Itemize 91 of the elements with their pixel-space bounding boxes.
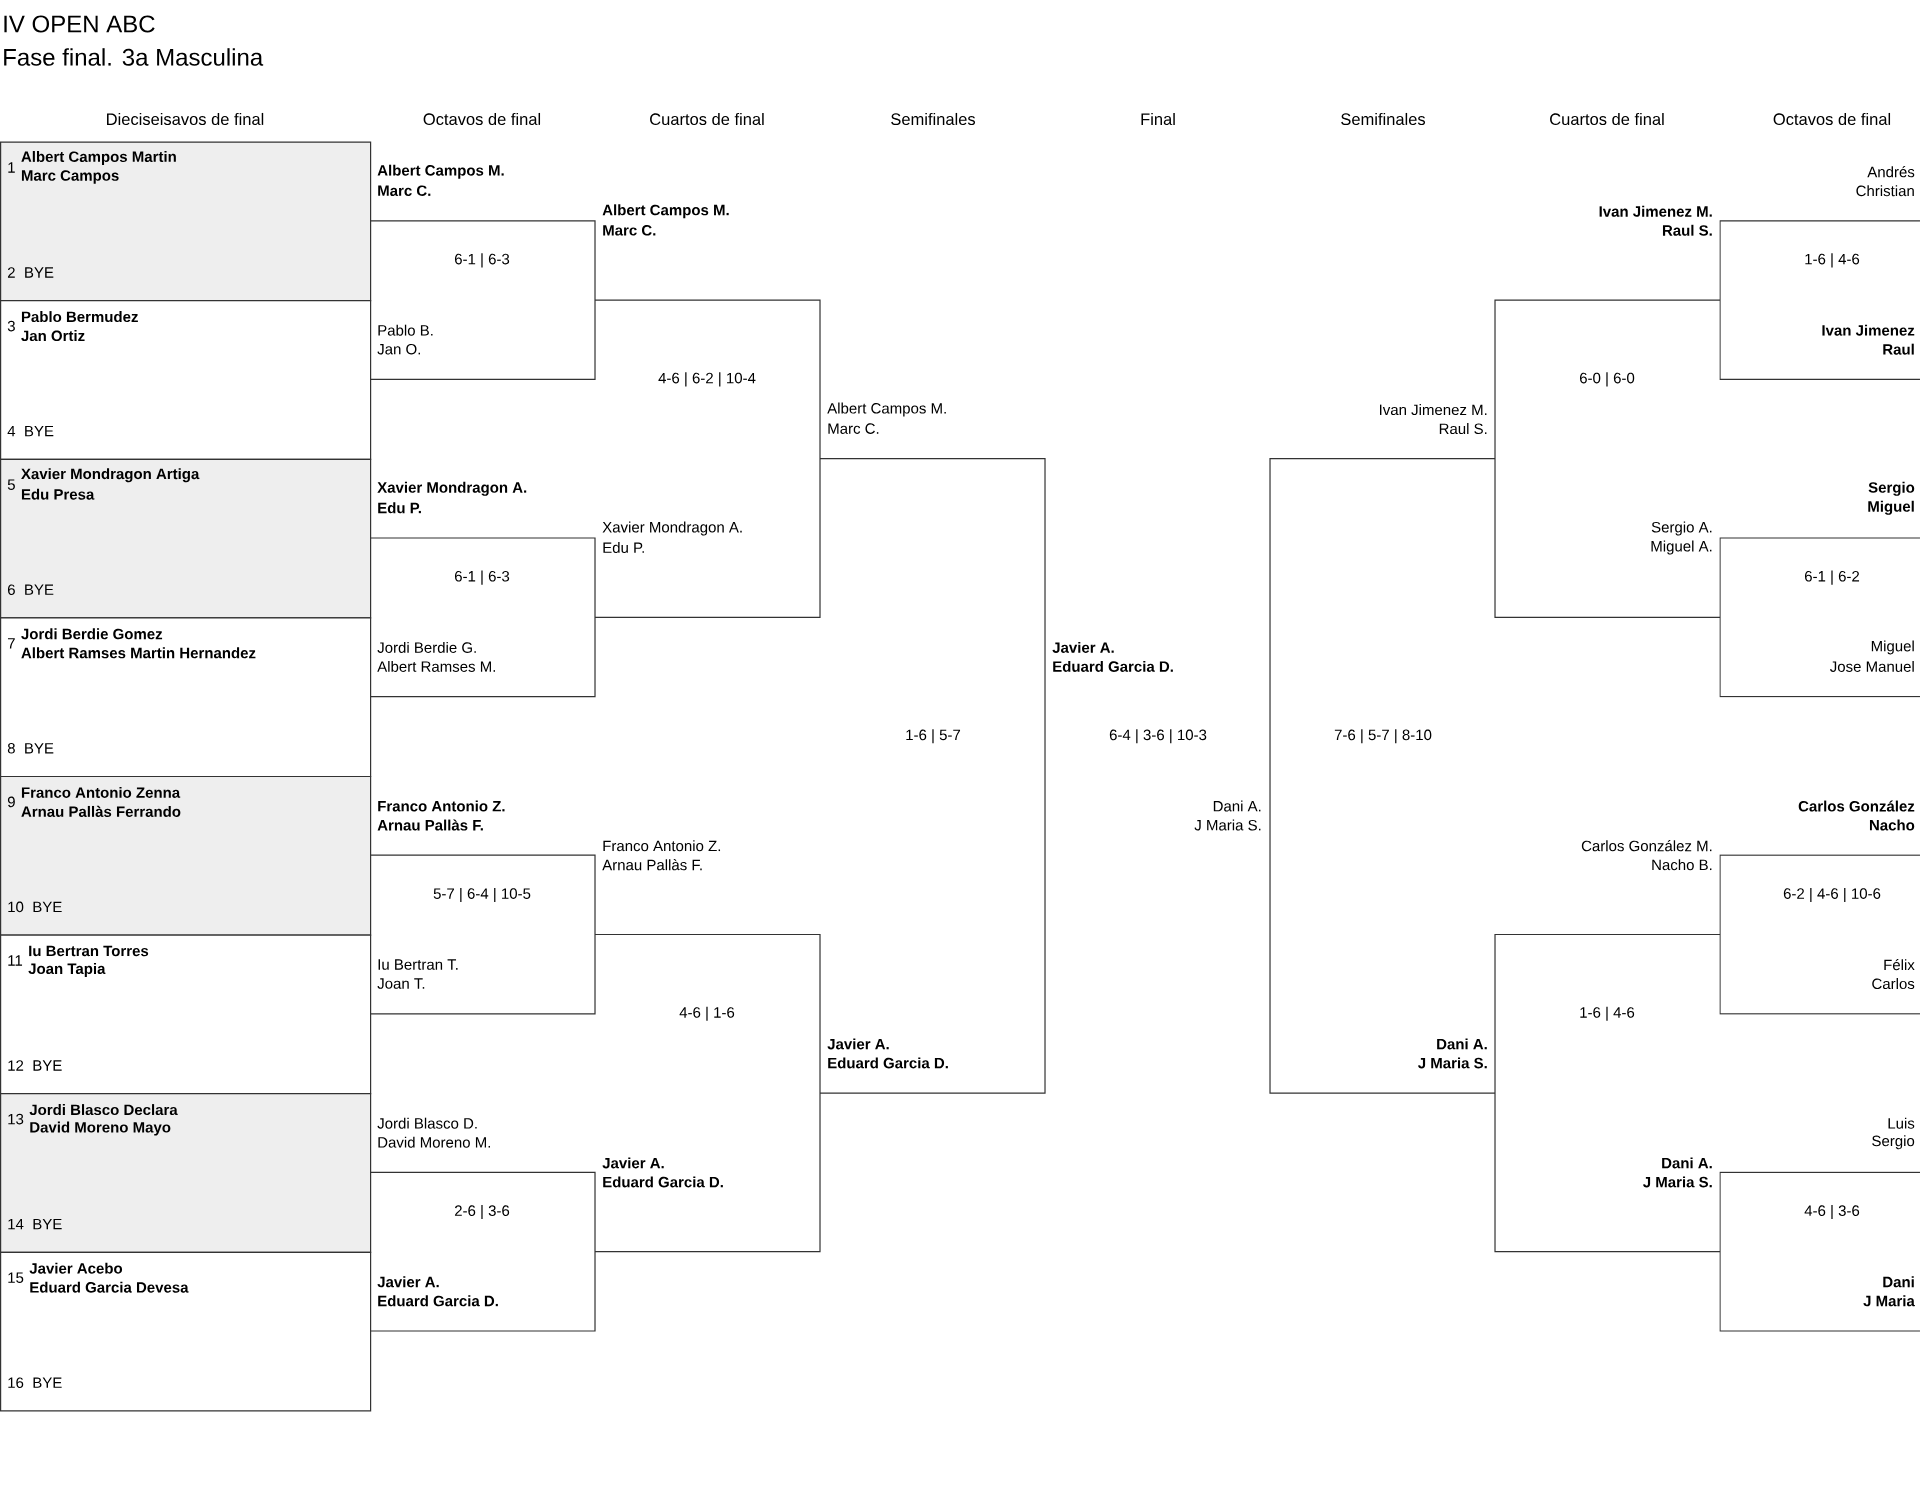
seed-box: 1 Albert Campos Martin Marc Campos 2 BYE [0,141,372,302]
player-name: Miguel [1868,500,1914,515]
player-name: Franco Antonio Z. [378,800,505,812]
player-name: Sergio [1868,481,1915,496]
seed-box: 11 Iu Bertran Torres Joan Tapia 12 BYE [0,934,372,1095]
round-heading: Cuartos de final [650,112,764,126]
match-score: 6-1 | 6-2 [1805,570,1860,585]
player-name: Jose Manuel [1830,660,1914,672]
player-name: Miguel A. [1651,540,1712,555]
player-name: Luis [1888,1117,1915,1129]
player-name: David Moreno M. [378,1136,490,1148]
player-name: Iu Bertran T. [378,959,458,970]
round-heading: Semifinales [1341,112,1426,126]
player-name: Carlos González M. [1581,840,1712,852]
player-name: Christian [1856,185,1914,197]
seed-box: 15 Javier Acebo Eduard Garcia Devesa 16 BYE [0,1251,372,1412]
player-name: Javier A. [1052,641,1114,653]
player-name: Jordi Berdie G. [377,641,476,653]
match-score: 1-6 | 5-7 [906,729,961,744]
player-name: Carlos González [1798,800,1915,812]
player-name: Andrés [1867,166,1915,178]
player-name: Nacho [1870,819,1915,831]
player-name: Marc C. [828,423,879,434]
seed-box: 3 Pablo Bermudez Jan Ortiz 4 BYE [0,300,372,460]
player-name: Albert Campos M. [827,402,946,417]
subtitle: Fase final. 3a Masculina [4,48,264,66]
match-score: 1-6 | 4-6 [1805,253,1860,268]
player-name: Marc C. [603,225,656,236]
player-name: Joan T. [377,978,425,989]
round-heading: Dieciseisavos de final [107,112,264,126]
player-name: Eduard Garcia D. [828,1057,948,1069]
player-name: J Maria S. [1643,1176,1712,1188]
round-heading: Final [1141,112,1175,126]
player-name: Jordi Blasco D. [377,1117,477,1129]
match-score: 4-6 | 1-6 [679,1006,735,1021]
player-name: Javier A. [827,1038,889,1050]
player-name: Javier A. [377,1276,439,1288]
player-name: Dani A. [1662,1157,1712,1169]
player-name: Ivan Jimenez M. [1380,404,1487,416]
player-name: Nacho B. [1652,859,1712,871]
player-name: Sergio A. [1651,521,1712,536]
player-name: Xavier Mondragon A. [602,521,742,536]
player-name: Ivan Jimenez M. [1599,205,1712,217]
player-name: Jan O. [377,343,420,355]
player-name: Raul S. [1662,224,1712,236]
match-score: 5-7 | 6-4 | 10-5 [433,887,531,902]
match-score: 1-6 | 4-6 [1580,1006,1635,1021]
round-heading: Semifinales [891,112,976,126]
player-name: Franco Antonio Z. [603,840,721,852]
player-name: Sergio [1872,1135,1915,1150]
player-name: Dani A. [1437,1038,1487,1050]
player-name: Xavier Mondragon A. [377,481,527,496]
round-heading: Octavos de final [423,112,541,126]
player-name: Arnau Pallàs F. [602,859,702,871]
player-name: Raul [1883,343,1914,355]
player-name: Albert Ramses M. [377,660,495,672]
player-name: Miguel [1871,640,1914,655]
player-name: J Maria S. [1194,819,1261,831]
player-name: Félix [1884,959,1915,971]
match-score: 6-2 | 4-6 | 10-6 [1783,887,1881,902]
seed-box: 7 Jordi Berdie Gomez Albert Ramses Martin Hernandez 8 BYE [0,617,372,778]
player-name: Eduard Garcia D. [378,1295,498,1307]
player-name: Raul S. [1439,423,1487,435]
player-name: Albert Campos M. [602,204,729,219]
player-name: Arnau Pallàs F. [377,819,483,831]
title: IV OPEN ABC [4,15,155,33]
match-score: 6-0 | 6-0 [1580,372,1635,387]
player-name: Dani A. [1213,800,1261,812]
seed-box: 5 Xavier Mondragon Artiga Edu Presa 6 BYE [0,458,372,619]
match-score: 4-6 | 3-6 [1804,1205,1860,1220]
match-score: 7-6 | 5-7 | 8-10 [1334,729,1432,744]
player-name: Eduard Garcia D. [1053,660,1173,672]
player-name: Dani [1883,1276,1914,1288]
player-name: Edu P. [378,502,421,514]
match-score: 2-6 | 3-6 [454,1205,510,1220]
player-name: Edu P. [603,542,644,553]
player-name: J Maria S. [1418,1057,1487,1069]
player-name: Eduard Garcia D. [603,1176,723,1188]
match-score: 6-1 | 6-3 [455,570,510,585]
player-name: J Maria [1863,1295,1915,1307]
seed-box: 13 Jordi Blasco Declara David Moreno Mayo 14 BYE [0,1093,372,1253]
match-score: 6-4 | 3-6 | 10-3 [1109,729,1207,744]
round-heading: Octavos de final [1773,112,1891,126]
round-heading: Cuartos de final [1550,112,1664,126]
match-score: 6-1 | 6-3 [455,253,510,268]
player-name: Ivan Jimenez [1822,324,1915,336]
player-name: Carlos [1872,978,1915,990]
player-name: Pablo B. [378,324,433,336]
match-score: 4-6 | 6-2 | 10-4 [658,372,756,387]
player-name: Javier A. [602,1157,664,1169]
seed-box: 9 Franco Antonio Zenna Arnau Pallàs Ferrando 10 BYE [0,775,372,936]
